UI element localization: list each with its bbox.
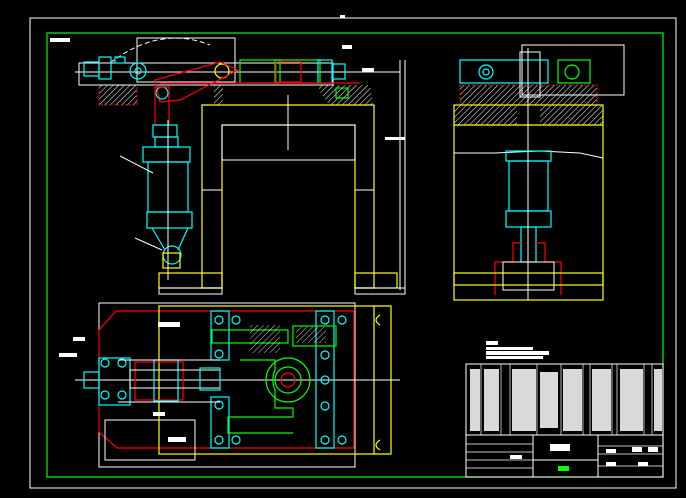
- bolt-holes: [100, 315, 347, 445]
- plan-view: [59, 302, 400, 468]
- cylinder: [119, 120, 193, 280]
- corner-label-block: [50, 38, 70, 42]
- title-block: [465, 363, 664, 478]
- drawing-title-block-text: [550, 444, 570, 451]
- sheet-border: [29, 15, 677, 489]
- technical-notes: [486, 341, 549, 359]
- side-view: [453, 44, 625, 301]
- front-view: [75, 37, 406, 295]
- drawing-number-mark: [558, 466, 569, 471]
- drawing-frame: [46, 32, 664, 478]
